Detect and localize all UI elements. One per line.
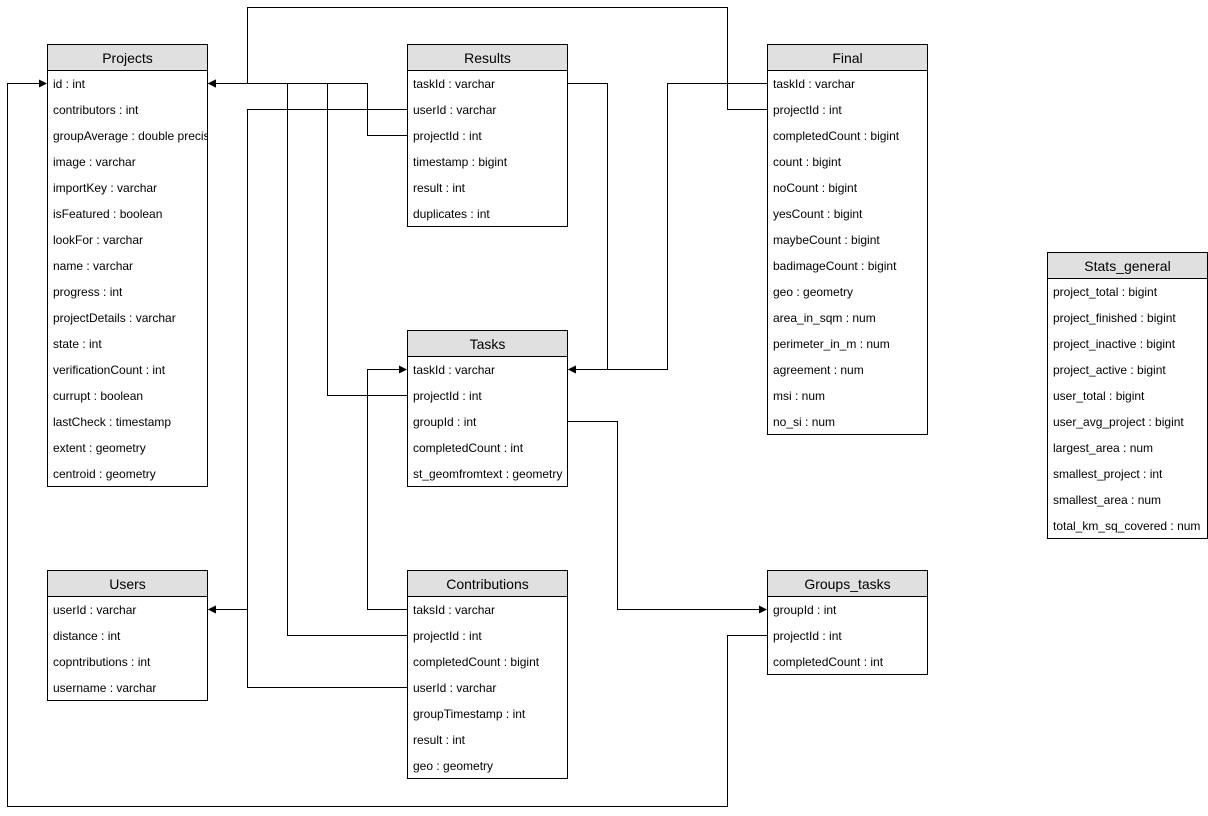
final-table[interactable]: Final taskId : varchar projectId : int c… (767, 44, 928, 435)
rel-contributions-userid-to-users (208, 605, 408, 688)
results-table-title: Results (408, 45, 567, 71)
projects-field-progress: progress : int (53, 285, 123, 299)
final-field-area-in-sqm: area_in_sqm : num (773, 311, 876, 325)
stats-field-user-total: user_total : bigint (1053, 389, 1145, 403)
final-field-count: count : bigint (773, 155, 842, 169)
results-field-projectid: projectId : int (413, 129, 482, 143)
contributions-table-title: Contributions (408, 571, 567, 597)
users-field-username: username : varchar (53, 681, 157, 695)
tasks-table[interactable]: Tasks taskId : varchar projectId : int g… (407, 330, 568, 487)
stats-general-table[interactable]: Stats_general project_total : bigint pro… (1047, 252, 1208, 539)
projects-field-extent: extent : geometry (53, 441, 146, 455)
final-field-msi: msi : num (773, 389, 826, 403)
stats-field-smallest-area: smallest_area : num (1053, 493, 1162, 507)
final-field-nocount: noCount : bigint (773, 181, 858, 195)
rel-results-taskid-to-tasks (567, 83, 608, 374)
tasks-field-taskid: taskId : varchar (413, 363, 496, 377)
projects-field-image: image : varchar (53, 155, 136, 169)
groups-tasks-field-completedcount: completedCount : int (773, 655, 884, 669)
results-table[interactable]: Results taskId : varchar userId : varcha… (407, 44, 568, 227)
results-field-duplicates: duplicates : int (413, 207, 490, 221)
contributions-field-projectid: projectId : int (413, 629, 482, 643)
projects-field-currupt: currupt : boolean (53, 389, 144, 403)
projects-field-state: state : int (53, 337, 102, 351)
projects-field-lastcheck: lastCheck : timestamp (53, 415, 172, 429)
stats-field-project-inactive: project_inactive : bigint (1053, 337, 1176, 351)
users-field-copntributions: copntributions : int (53, 655, 151, 669)
results-field-timestamp: timestamp : bigint (413, 155, 508, 169)
rel-results-userid-to-users (208, 109, 408, 614)
stats-field-user-avg-project: user_avg_project : bigint (1053, 415, 1184, 429)
contributions-field-userid: userId : varchar (413, 681, 497, 695)
rel-tasks-projectid-to-projects (208, 79, 408, 396)
projects-field-isfeatured: isFeatured : boolean (53, 207, 163, 221)
stats-general-table-title: Stats_general (1048, 253, 1207, 279)
final-field-taskid: taskId : varchar (773, 77, 856, 91)
users-field-distance: distance : int (53, 629, 121, 643)
results-field-userid: userId : varchar (413, 103, 497, 117)
final-table-title: Final (768, 45, 927, 71)
projects-field-id: id : int (53, 77, 86, 91)
final-field-badimagecount: badimageCount : bigint (773, 259, 897, 273)
rel-tasks-groupid-to-groups-tasks (567, 421, 767, 614)
rel-groups-tasks-projectid-to-projects (7, 79, 768, 807)
tasks-field-completedcount: completedCount : int (413, 441, 524, 455)
contributions-field-geo: geo : geometry (413, 759, 494, 773)
projects-field-projectdetails: projectDetails : varchar (53, 311, 176, 325)
tasks-field-projectid: projectId : int (413, 389, 482, 403)
groups-tasks-table[interactable]: Groups_tasks groupId : int projectId : i… (767, 570, 928, 675)
projects-field-lookfor: lookFor : varchar (53, 233, 144, 247)
stats-field-project-total: project_total : bigint (1053, 285, 1158, 299)
final-field-geo: geo : geometry (773, 285, 854, 299)
rel-contributions-projectid-to-projects (208, 79, 408, 636)
contributions-table[interactable]: Contributions taksId : varchar projectId… (407, 570, 568, 779)
final-field-maybecount: maybeCount : bigint (773, 233, 880, 247)
users-table-title: Users (48, 571, 207, 597)
groups-tasks-field-projectid: projectId : int (773, 629, 842, 643)
projects-field-verificationcount: verificationCount : int (53, 363, 166, 377)
projects-table-title: Projects (48, 45, 207, 71)
rel-final-taskid-to-tasks (568, 83, 768, 374)
tasks-table-title: Tasks (408, 331, 567, 357)
tasks-field-st-geomfromtext: st_geomfromtext : geometry (413, 467, 563, 481)
projects-field-importkey: importKey : varchar (53, 181, 158, 195)
groups-tasks-table-title: Groups_tasks (768, 571, 927, 597)
rel-contributions-taksid-to-tasks (367, 365, 408, 610)
results-field-result: result : int (413, 181, 466, 195)
stats-field-smallest-project: smallest_project : int (1053, 467, 1163, 481)
contributions-field-taksid: taksId : varchar (413, 603, 496, 617)
users-table[interactable]: Users userId : varchar distance : int co… (47, 570, 208, 701)
groups-tasks-field-groupid: groupId : int (773, 603, 837, 617)
projects-field-centroid: centroid : geometry (53, 467, 156, 481)
tasks-field-groupid: groupId : int (413, 415, 477, 429)
final-field-no-si: no_si : num (773, 415, 836, 429)
stats-field-total-km-sq-covered: total_km_sq_covered : num (1053, 519, 1201, 533)
stats-field-largest-area: largest_area : num (1053, 441, 1154, 455)
results-field-taskid: taskId : varchar (413, 77, 496, 91)
final-field-agreement: agreement : num (773, 363, 864, 377)
final-field-yescount: yesCount : bigint (773, 207, 863, 221)
final-field-completedcount: completedCount : bigint (773, 129, 900, 143)
contributions-field-grouptimestamp: groupTimestamp : int (413, 707, 526, 721)
projects-field-name: name : varchar (53, 259, 134, 273)
projects-field-groupaverage: groupAverage : double precision (53, 129, 207, 143)
final-field-perimeter-in-m: perimeter_in_m : num (773, 337, 890, 351)
projects-field-contributors: contributors : int (53, 103, 139, 117)
users-field-userid: userId : varchar (53, 603, 137, 617)
contributions-field-completedcount: completedCount : bigint (413, 655, 540, 669)
stats-field-project-active: project_active : bigint (1053, 363, 1166, 377)
projects-table[interactable]: Projects id : int contributors : int gro… (47, 44, 208, 487)
contributions-field-result: result : int (413, 733, 466, 747)
final-field-projectid: projectId : int (773, 103, 842, 117)
stats-field-project-finished: project_finished : bigint (1053, 311, 1176, 325)
